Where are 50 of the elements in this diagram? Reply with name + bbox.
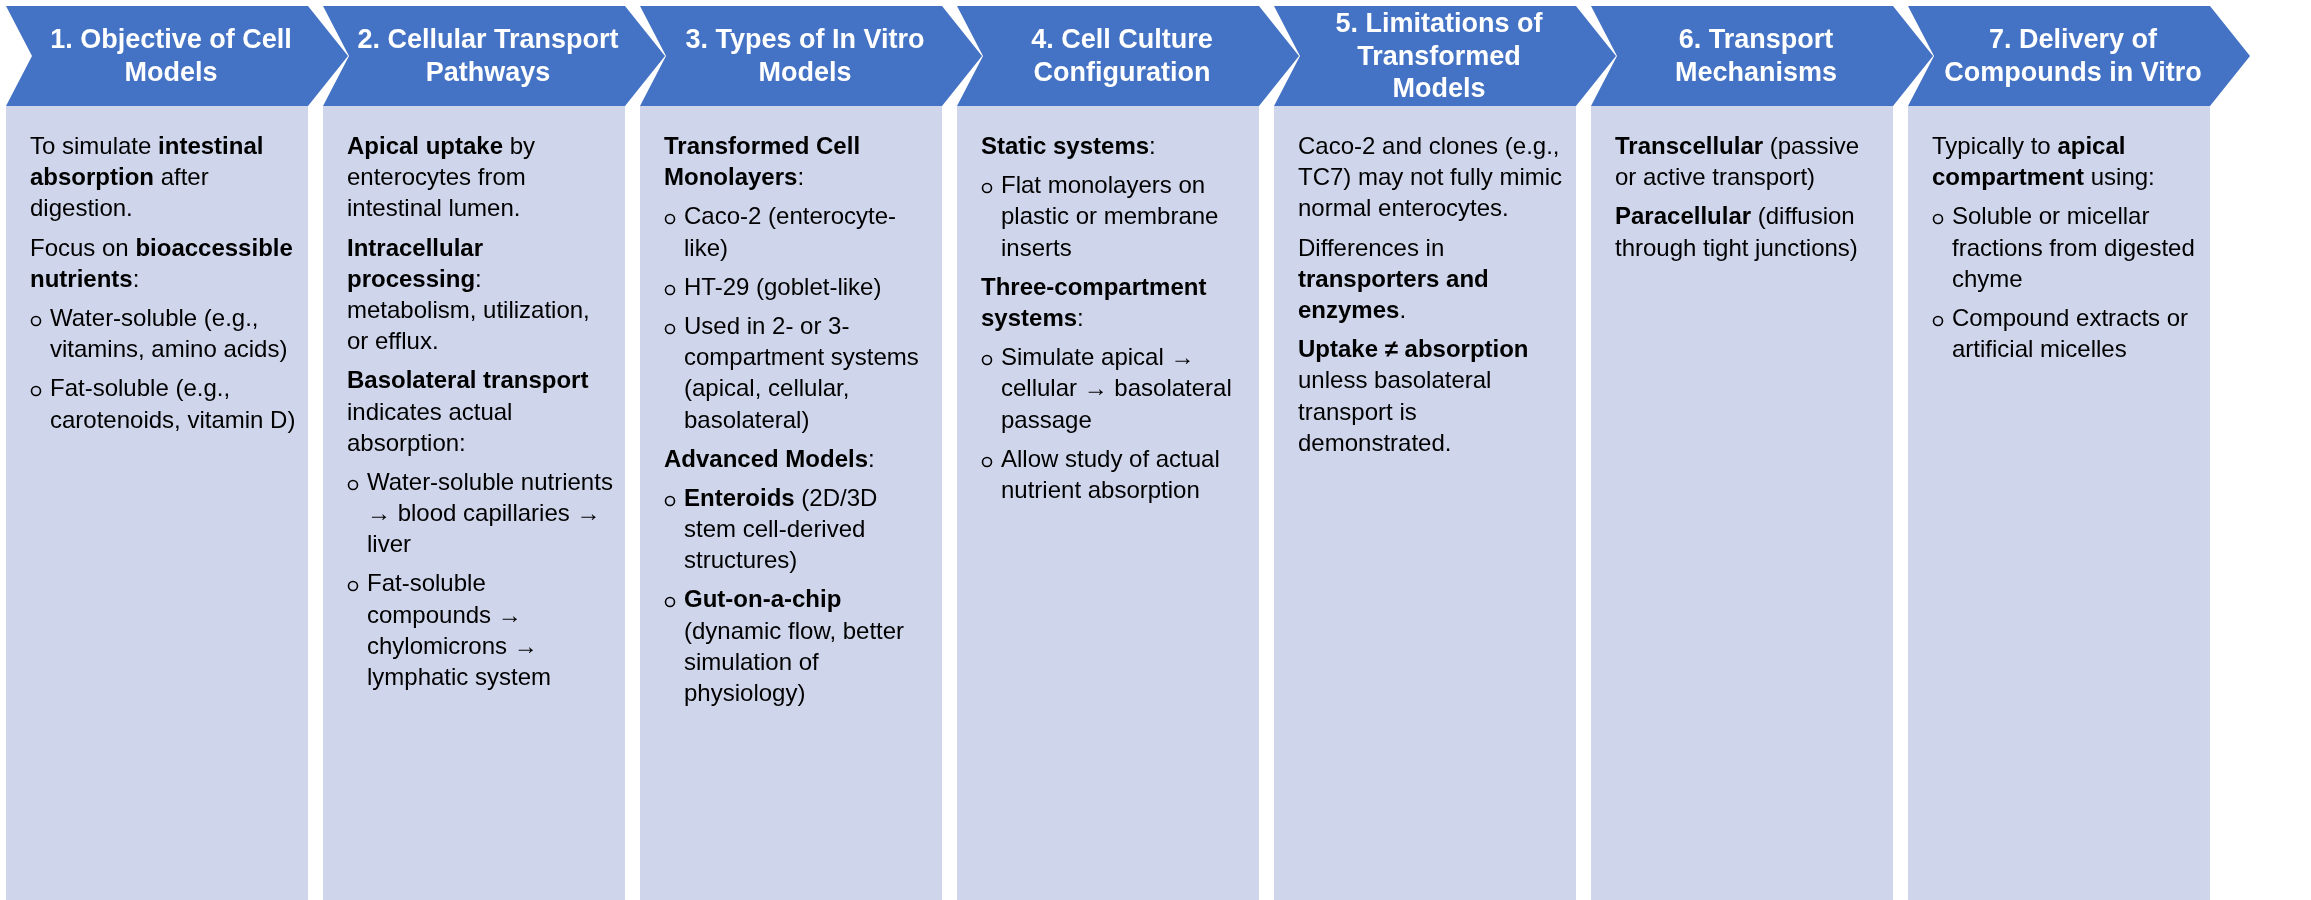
- bullet-text: Compound extracts or artificial micelles: [1952, 302, 2190, 365]
- body-text: Paracellular (diffusion through tight junctions): [1615, 201, 1859, 263]
- chevron-header: [6, 6, 348, 106]
- bullet-text: Water-soluble nutrients → blood capillaries → liver: [367, 466, 613, 560]
- bullet-text: Used in 2- or 3-compartment systems (apical, cellular, basolateral): [684, 310, 920, 435]
- chevron-header: [1591, 6, 1933, 106]
- content-panel: [640, 106, 942, 900]
- bullet-text: Caco-2 (enterocyte-like): [684, 201, 898, 263]
- header-title: 1. Objective of Cell Models: [49, 23, 293, 89]
- bullet-text: Flat monolayers on plastic or membrane inserts: [1001, 170, 1220, 263]
- body-text: Static systems:: [981, 131, 1157, 161]
- body-text: To simulate intestinal absorption after digestion.: [30, 131, 265, 224]
- bullet-text: Enteroids (2D/3D stem cell-derived structures): [684, 482, 879, 576]
- bullet-text: HT-29 (goblet-like): [684, 271, 882, 302]
- body-text: Uptake ≠ absorption unless basolateral transport is demonstrated.: [1298, 334, 1530, 458]
- chevron-header: [1908, 6, 2250, 106]
- header-title: 7. Delivery of Compounds in Vitro: [1943, 23, 2203, 89]
- content-panel: [1591, 106, 1893, 900]
- bullet-text: Gut-on-a-chip (dynamic flow, better simulation of physiology): [684, 584, 906, 708]
- content-panel: [957, 106, 1259, 900]
- bullet-text: Water-soluble (e.g., vitamins, amino acids): [50, 302, 289, 365]
- body-text: Three-compartment systems:: [981, 271, 1208, 333]
- content-panel: [6, 106, 308, 900]
- bullet-text: Soluble or micellar fractions from digested chyme: [1952, 201, 2196, 294]
- header-title: 5. Limitations of Transformed Models: [1334, 6, 1544, 106]
- body-text: Intracellular processing: metabolism, utilization, or efflux.: [347, 232, 591, 357]
- body-text: Focus on bioaccessible nutrients:: [30, 232, 294, 294]
- bullet-text: Simulate apical → cellular → basolateral passage: [1001, 342, 1233, 435]
- content-panel: [323, 106, 625, 900]
- body-text: Transformed Cell Monolayers:: [664, 131, 862, 193]
- bullet-text: Fat-soluble compounds → chylomicrons → lymphatic system: [367, 568, 553, 692]
- content-panel: [1274, 106, 1576, 900]
- body-text: Basolateral transport indicates actual absorption:: [347, 365, 590, 458]
- content-panel: [1908, 106, 2210, 900]
- header-title: 2. Cellular Transport Pathways: [357, 23, 619, 89]
- bullet-text: Fat-soluble (e.g., carotenoids, vitamin D): [50, 373, 296, 435]
- chevron-header: [1274, 6, 1616, 106]
- chevron-header: [640, 6, 982, 106]
- body-text: Apical uptake by enterocytes from intestinal lumen.: [347, 131, 537, 224]
- body-text: Differences in transporters and enzymes.: [1298, 232, 1490, 325]
- body-text: Transcellular (passive or active transport): [1615, 131, 1861, 193]
- header-title: 6. Transport Mechanisms: [1673, 23, 1839, 89]
- header-title: 4. Cell Culture Configuration: [1030, 23, 1214, 89]
- body-text: Typically to apical compartment using:: [1932, 131, 2156, 193]
- header-title: 3. Types of In Vitro Models: [684, 23, 926, 89]
- body-text: Caco-2 and clones (e.g., TC7) may not fully mimic normal enterocytes.: [1298, 131, 1564, 224]
- chevron-header: [957, 6, 1299, 106]
- chevron-header: [323, 6, 665, 106]
- bullet-text: Allow study of actual nutrient absorption: [1001, 443, 1221, 505]
- body-text: Advanced Models:: [664, 443, 876, 474]
